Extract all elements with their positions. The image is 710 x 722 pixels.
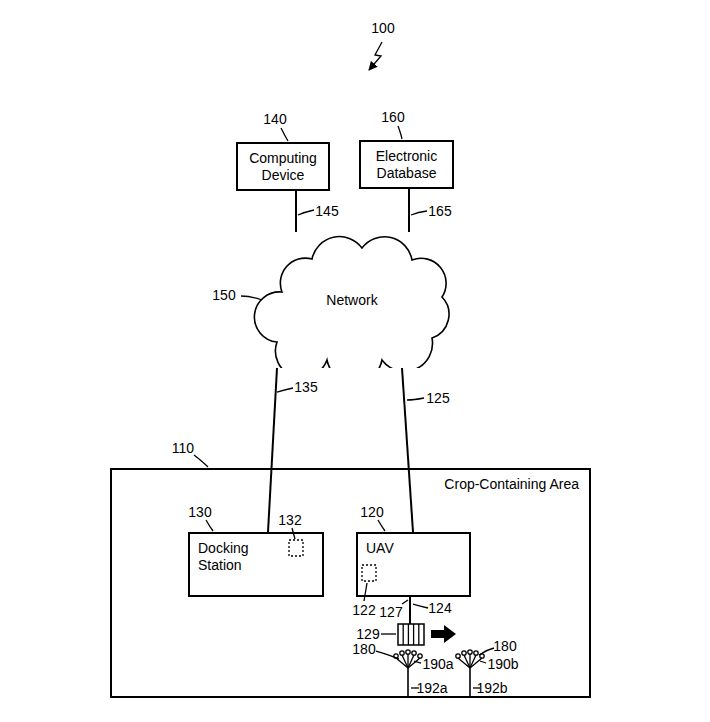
callout-number: 124 bbox=[428, 601, 451, 615]
direction-arrow bbox=[431, 625, 456, 643]
callout-number: 150 bbox=[212, 288, 235, 302]
node-text: Crop-Containing Area bbox=[444, 476, 579, 493]
callout-number: 192a bbox=[416, 681, 447, 695]
comb-device bbox=[398, 624, 424, 645]
callout-number: 129 bbox=[356, 627, 379, 641]
node-text: Computing Device bbox=[242, 150, 324, 184]
callout-number: 180 bbox=[352, 642, 375, 656]
callout-number: 127 bbox=[379, 605, 402, 619]
network-link bbox=[408, 189, 410, 232]
plant bbox=[456, 650, 484, 668]
callout-number: 190b bbox=[487, 657, 518, 671]
callout-number: 165 bbox=[428, 204, 451, 218]
leader-lines bbox=[194, 126, 494, 688]
node-text: Network bbox=[326, 292, 377, 309]
node-text: Docking Station bbox=[198, 540, 270, 574]
plant-stem bbox=[407, 668, 409, 697]
station-box: Docking Station bbox=[188, 532, 324, 597]
callout-number: 180 bbox=[493, 639, 516, 653]
callout-number: 110 bbox=[172, 441, 194, 455]
callout-number: 140 bbox=[263, 112, 286, 126]
network-link bbox=[268, 368, 277, 532]
plant-stem bbox=[469, 668, 471, 697]
callout-number: 145 bbox=[315, 204, 338, 218]
callout-number: 120 bbox=[360, 505, 383, 519]
tether bbox=[409, 597, 411, 624]
plant bbox=[394, 650, 422, 668]
callout-number: 100 bbox=[371, 21, 394, 35]
callout-number: 130 bbox=[188, 505, 211, 519]
callout-number: 160 bbox=[381, 110, 404, 124]
process-box: Computing Device bbox=[236, 142, 330, 191]
network-cloud: Network bbox=[252, 232, 452, 368]
callout-number: 135 bbox=[294, 380, 317, 394]
reference-pointer bbox=[369, 42, 382, 70]
area-box: Crop-Containing AreaDocking Station UAV bbox=[110, 468, 591, 698]
network-link bbox=[295, 191, 297, 232]
callout-number: 122 bbox=[352, 603, 375, 617]
node-text: Electronic Database bbox=[365, 148, 448, 182]
docking-processor bbox=[289, 540, 303, 556]
callout-number: 190a bbox=[422, 657, 453, 671]
callout-number: 132 bbox=[278, 513, 301, 527]
uav-processor bbox=[362, 565, 376, 581]
database-box: Electronic Database bbox=[359, 140, 454, 189]
node-text: UAV bbox=[366, 540, 438, 557]
callout-number: 125 bbox=[426, 391, 449, 405]
callout-number: 192b bbox=[476, 681, 507, 695]
uav-box: UAV bbox=[356, 532, 471, 597]
network-link bbox=[402, 368, 413, 532]
